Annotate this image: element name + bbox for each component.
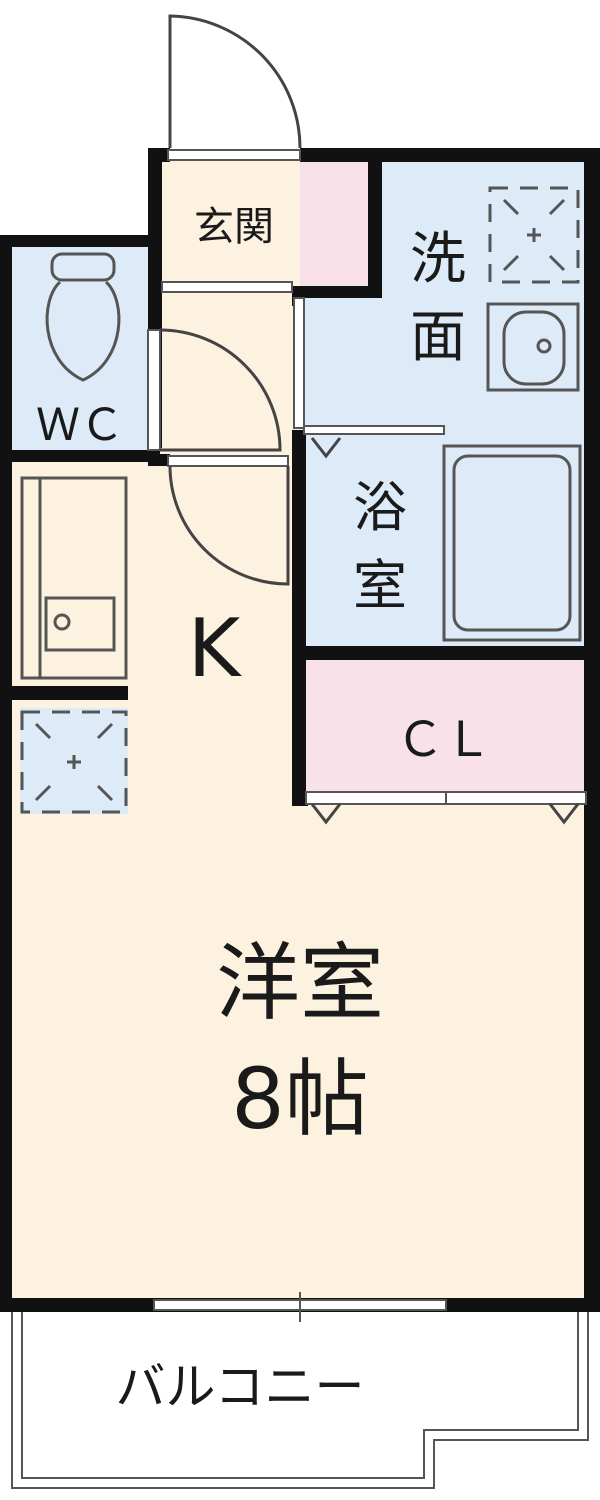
kitchen-label: K — [188, 602, 243, 695]
hall-floor — [160, 280, 300, 470]
genkan-floor — [160, 160, 300, 285]
genkan-label: 玄関 — [194, 204, 274, 250]
wall-shoe-bottom — [292, 286, 382, 298]
washbasin-icon — [486, 302, 580, 392]
washroom-label-2: 面 — [410, 305, 466, 370]
closet-label: ＣＬ — [396, 712, 492, 768]
balcony-outline — [11, 1312, 589, 1489]
balcony-label: バルコニー — [116, 1358, 365, 1416]
wall-kitchen-stub — [0, 686, 128, 700]
hall-door-leaf — [167, 455, 289, 467]
wall-wc-top — [0, 235, 160, 247]
hall-door-swing — [168, 465, 290, 586]
washing-machine-space-icon — [488, 186, 580, 284]
wall-left — [0, 235, 12, 1310]
wall-bath-bottom — [300, 646, 590, 660]
partition-wash-bath — [303, 425, 445, 435]
wc-door-swing — [159, 328, 282, 452]
partition-hall-wash — [293, 297, 305, 429]
bathtub-icon — [442, 444, 582, 642]
fridge-space-icon — [20, 710, 128, 814]
wall-shoe-right — [368, 148, 382, 298]
wall-hall-bottom — [148, 454, 170, 466]
closet-floor — [300, 660, 590, 800]
closet-door-mark-left — [310, 803, 342, 825]
western-room-size: 8帖 — [231, 1050, 368, 1148]
wall-wc-bottom — [0, 450, 160, 462]
balcony-inner-outline — [21, 1312, 579, 1479]
wc-label: ＷＣ — [36, 400, 124, 451]
bath-label-2: 室 — [353, 554, 407, 617]
bath-label-1: 浴 — [353, 476, 407, 539]
wall-top-right — [300, 148, 600, 162]
wall-right — [584, 148, 600, 1310]
wall-bath-left — [292, 430, 306, 806]
washroom-label-1: 洗 — [410, 227, 466, 292]
wc-door-leaf — [147, 329, 161, 451]
toilet-icon — [45, 252, 121, 382]
genkan-step — [161, 281, 293, 293]
wall-top-left — [148, 148, 170, 162]
shoe-cabinet-over — [300, 160, 370, 285]
entrance-door-swing — [168, 14, 302, 149]
bath-door-mark — [310, 437, 342, 459]
entrance-door-leaf — [167, 149, 301, 161]
wall-closet-bottom-stub — [292, 792, 308, 806]
kitchen-counter-icon — [20, 476, 128, 680]
closet-door-mark-right — [548, 803, 580, 825]
western-room-label: 洋室 — [216, 934, 384, 1032]
